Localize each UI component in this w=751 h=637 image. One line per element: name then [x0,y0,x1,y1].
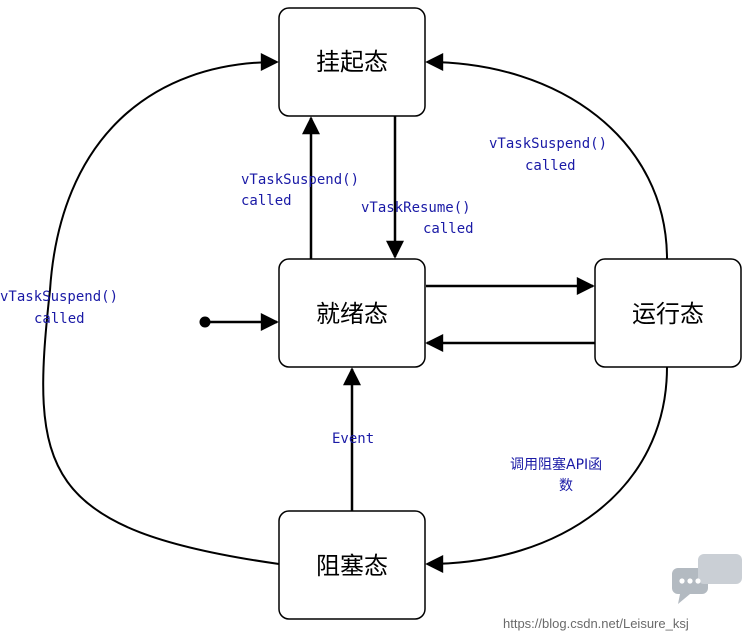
label-running-to-suspended: vTaskSuspend() called [489,136,607,174]
watermark: https://blog.csdn.net/Leisure_ksj [503,554,742,631]
arrow-running-to-suspended [425,53,668,260]
watermark-text: https://blog.csdn.net/Leisure_ksj [503,616,689,631]
label-line: vTaskSuspend() [0,289,118,305]
label-line: called [525,158,576,174]
label-line: called [423,221,474,237]
label-line: vTaskResume() [361,200,471,216]
state-suspended-label: 挂起态 [316,48,388,76]
label-line: 数 [559,478,573,494]
state-running: 运行态 [594,258,742,368]
chat-bubbles-icon [672,554,742,604]
label-line: Event [332,431,374,447]
label-line: called [241,193,292,209]
state-blocked: 阻塞态 [278,510,426,620]
state-blocked-label: 阻塞态 [316,552,388,580]
state-running-label: 运行态 [632,300,704,328]
label-suspended-to-ready: vTaskResume() called [361,200,474,237]
arrow-blocked-to-suspended [42,53,280,565]
label-blocked-to-suspended: vTaskSuspend() called [0,289,118,327]
state-suspended: 挂起态 [278,7,426,117]
state-ready: 就绪态 [278,258,426,368]
state-ready-label: 就绪态 [316,300,388,328]
label-line: 调用阻塞API函 [510,456,602,473]
label-line: vTaskSuspend() [241,172,359,188]
arrow-running-to-blocked [425,366,668,573]
label-line: vTaskSuspend() [489,136,607,152]
label-running-to-blocked: 调用阻塞API函 数 [510,456,602,494]
label-ready-to-suspended: vTaskSuspend() called [241,172,359,209]
label-blocked-to-ready: Event [332,431,374,447]
label-line: called [34,311,85,327]
